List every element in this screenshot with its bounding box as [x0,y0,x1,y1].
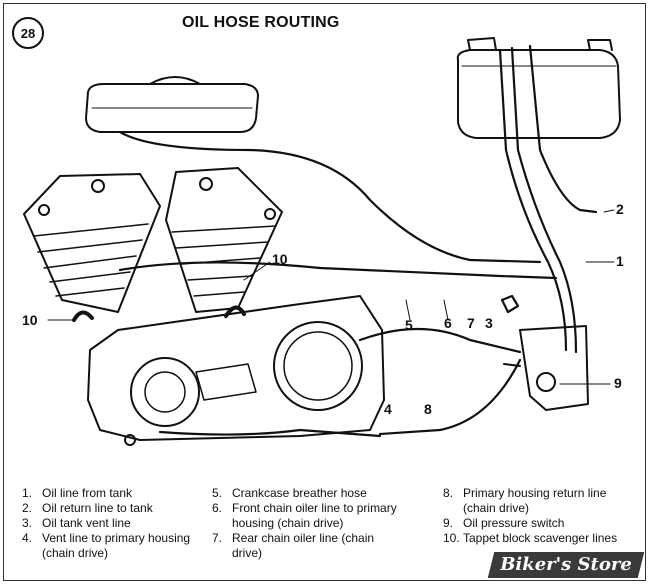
leader-lines [47,209,615,385]
legend-item-4: 4.Vent line to primary housing (chain dr… [22,531,191,560]
legend-column-1: 1.Oil line from tank 2.Oil return line t… [22,486,212,561]
callout-5: 5 [405,317,413,333]
figure-title: OIL HOSE ROUTING [182,14,340,31]
store-watermark-logo: Biker's Store [487,552,645,578]
legend-item-10: 10.Tappet block scavenger lines [443,531,618,545]
callout-1: 1 [616,253,624,269]
legend-item-6: 6.Front chain oiler line to primary hous… [212,501,397,530]
callout-6: 6 [444,315,452,331]
oil-tank [456,37,621,139]
legend-column-3: 8.Primary housing return line (chain dri… [443,486,643,546]
rear-cylinder [165,167,283,313]
crankcase [87,295,385,446]
figure-number: 28 [20,25,36,41]
callout-10-left: 10 [22,312,38,328]
tappet-scavenger-fittings [72,305,246,322]
callout-8: 8 [424,401,432,417]
oil-hoses [118,44,598,438]
legend-item-1: 1.Oil line from tank [22,486,133,500]
callout-3: 3 [485,315,493,331]
callout-10-right: 10 [272,251,288,267]
callout-9: 9 [614,375,622,391]
legend-item-5: 5.Crankcase breather hose [212,486,367,500]
figure-frame [3,3,646,581]
legend-column-2: 5.Crankcase breather hose 6.Front chain … [212,486,427,561]
battery-cover [85,76,259,133]
figure-number-badge: 28 [12,17,44,49]
callout-4: 4 [384,401,392,417]
callout-7: 7 [467,315,475,331]
legend-item-8: 8.Primary housing return line (chain dri… [443,486,607,515]
front-cylinder [23,173,161,313]
legend-item-3: 3.Oil tank vent line [22,516,131,530]
legend-item-7: 7.Rear chain oiler line (chain drive) [212,531,375,560]
callout-2: 2 [616,201,624,217]
legend-item-2: 2.Oil return line to tank [22,501,153,515]
legend-item-9: 9.Oil pressure switch [443,516,565,530]
